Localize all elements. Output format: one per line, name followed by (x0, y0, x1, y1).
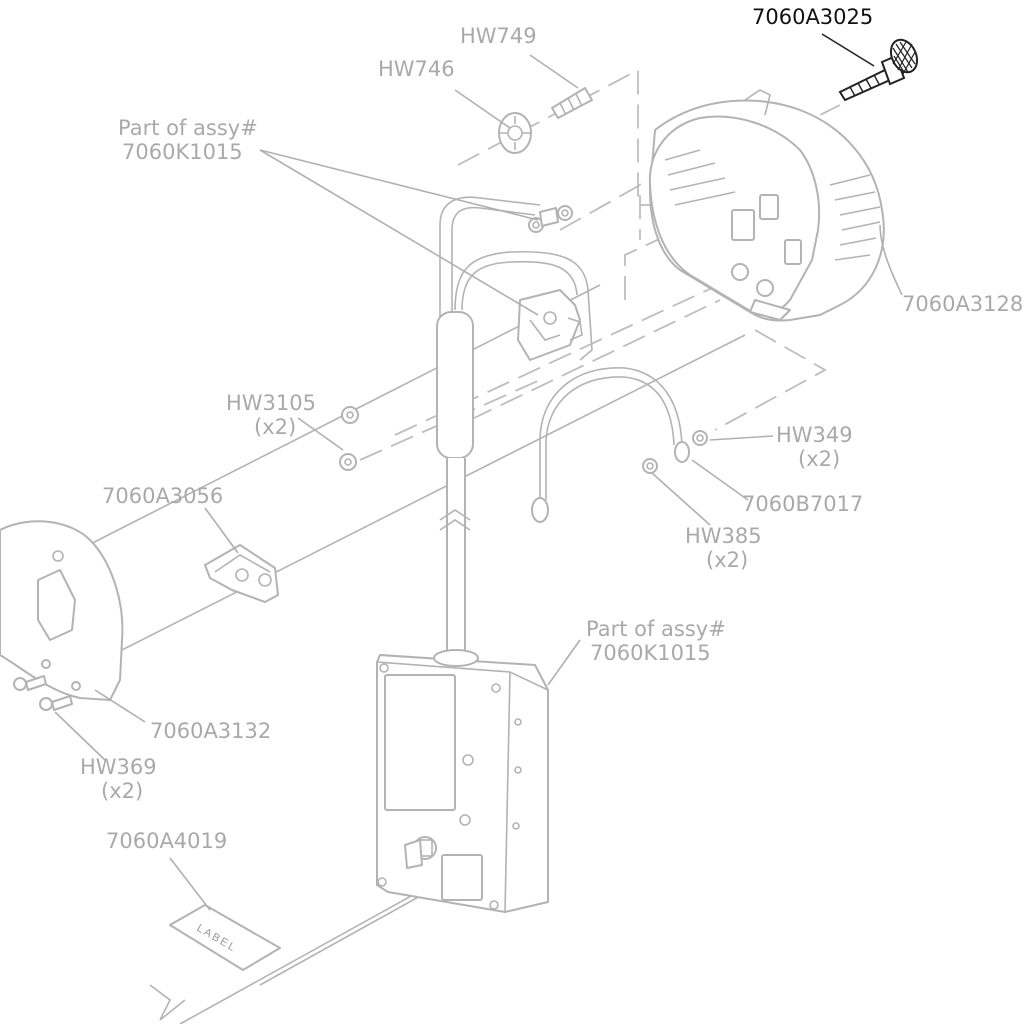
label-7060A3025: 7060A3025 (752, 5, 874, 29)
thumb-screw-7060A3025 (838, 38, 919, 102)
star-washers-top (528, 205, 573, 233)
label-hw369: HW369 (80, 755, 157, 779)
label-part-of-assy-1a: Part of assy# (118, 116, 258, 140)
label-part-of-assy-1b: 7060K1015 (122, 140, 243, 164)
label-7060B7017: 7060B7017 (742, 492, 864, 516)
label-hw385-qty: (x2) (706, 548, 749, 572)
label-7060A3056: 7060A3056 (102, 484, 224, 508)
label-hw746: HW746 (378, 57, 455, 81)
label-7060A3128: 7060A3128 (902, 292, 1024, 316)
spring-HW749 (551, 87, 593, 119)
leader-lines (54, 33, 903, 911)
screws-HW369 (13, 675, 73, 711)
label-hw349: HW349 (776, 423, 853, 447)
label-hw749: HW749 (460, 24, 537, 48)
clip-7060A3056 (204, 544, 279, 603)
perspective-rails (0, 284, 746, 1024)
label-7060A4019: 7060A4019 (106, 829, 228, 853)
label-hw3105-qty: (x2) (254, 415, 297, 439)
cable-assembly (436, 196, 593, 661)
label-part-of-assy-2b: 7060K1015 (590, 641, 711, 665)
label-hw385: HW385 (685, 524, 762, 548)
label-part-of-assy-2a: Part of assy# (586, 617, 726, 641)
mounting-plate-7060A3132 (0, 520, 124, 701)
label-sticker-7060A4019 (169, 904, 281, 971)
housing-7060A3128 (648, 89, 885, 322)
label-7060A3132: 7060A3132 (150, 719, 272, 743)
control-box (376, 649, 549, 913)
label-hw349-qty: (x2) (798, 447, 841, 471)
washer-HW746 (498, 112, 532, 154)
label-hw3105: HW3105 (226, 391, 316, 415)
star-washers-HW3105 (339, 406, 359, 471)
label-hw369-qty: (x2) (101, 779, 144, 803)
ground-wire-7060B7017 (531, 367, 708, 523)
